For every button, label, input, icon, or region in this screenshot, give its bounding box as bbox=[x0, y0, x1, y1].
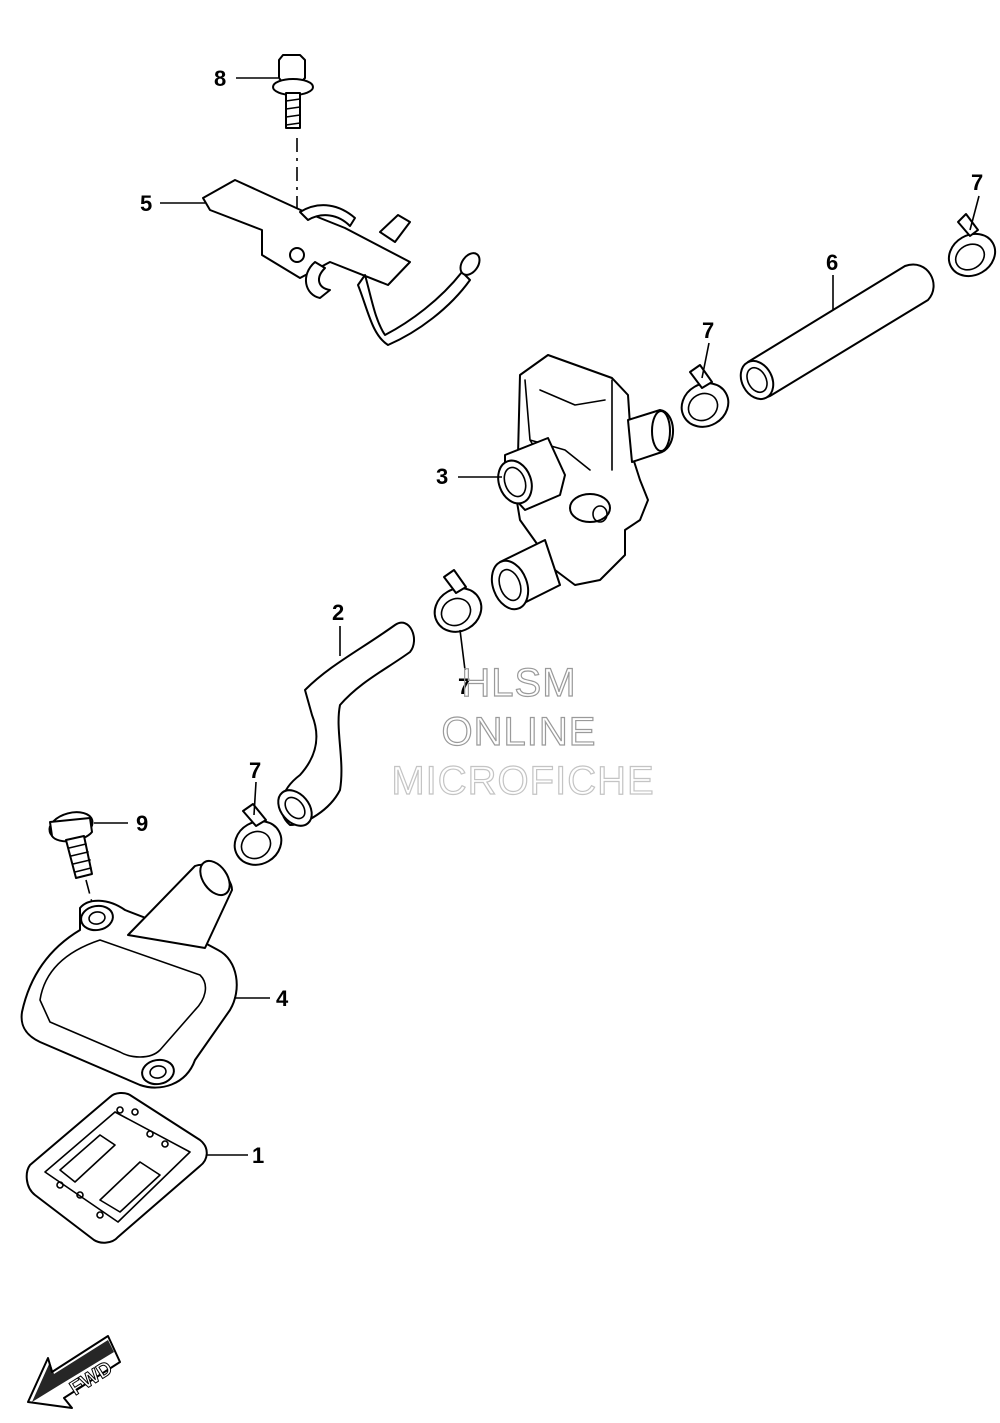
clamp-part-7-b[interactable] bbox=[674, 364, 737, 435]
callout-4: 4 bbox=[276, 986, 289, 1011]
watermark: HLSM ONLINE MICROFICHE bbox=[391, 660, 655, 803]
watermark-line-1: HLSM bbox=[461, 661, 576, 705]
bracket-part-5[interactable] bbox=[202, 179, 483, 346]
leader-lines bbox=[94, 77, 980, 1156]
callout-7-c: 7 bbox=[458, 674, 470, 699]
clamp-part-7-c[interactable] bbox=[427, 569, 490, 640]
callout-8: 8 bbox=[214, 66, 226, 91]
callout-7-b: 7 bbox=[702, 318, 714, 343]
valve-part-3[interactable] bbox=[485, 354, 675, 614]
clamp-part-7-a[interactable] bbox=[941, 213, 1000, 284]
bolt-part-8[interactable] bbox=[272, 54, 314, 129]
watermark-line-3: MICROFICHE bbox=[391, 759, 654, 803]
gasket-part-1[interactable] bbox=[25, 1091, 208, 1244]
watermark-line-2: ONLINE bbox=[442, 710, 597, 754]
cover-part-4[interactable] bbox=[20, 856, 238, 1089]
clamp-part-7-d[interactable] bbox=[227, 803, 290, 873]
callout-6: 6 bbox=[826, 250, 838, 275]
callout-3: 3 bbox=[436, 464, 448, 489]
callout-7-d: 7 bbox=[249, 758, 261, 783]
callout-2: 2 bbox=[332, 600, 344, 625]
hose-part-2[interactable] bbox=[271, 621, 415, 833]
callout-7-a: 7 bbox=[971, 170, 983, 195]
hose-part-6[interactable] bbox=[734, 263, 935, 405]
bolt-part-9[interactable] bbox=[46, 808, 95, 879]
callout-5: 5 bbox=[140, 191, 152, 216]
callout-1: 1 bbox=[252, 1143, 264, 1168]
callout-9: 9 bbox=[136, 811, 148, 836]
fwd-arrow-icon: FWD bbox=[27, 1335, 121, 1409]
